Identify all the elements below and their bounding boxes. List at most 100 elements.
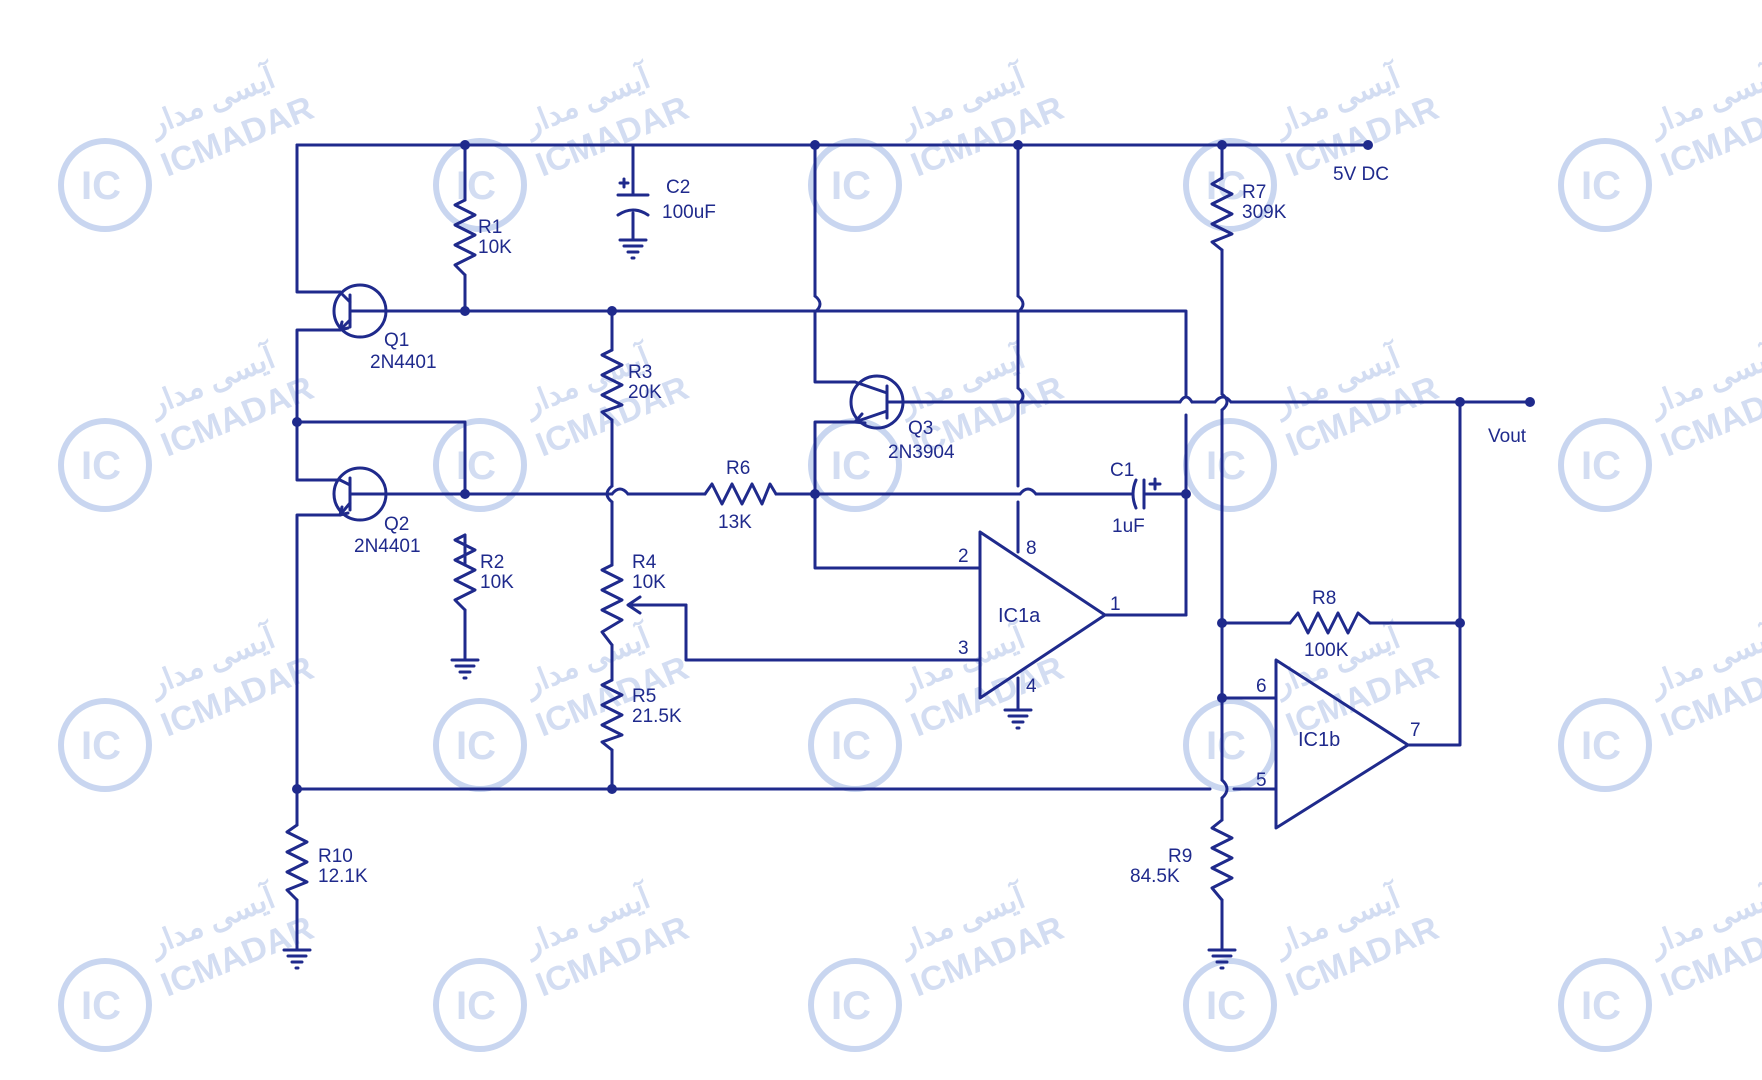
junction-dot bbox=[1217, 693, 1227, 703]
svg-text:IC: IC bbox=[1206, 984, 1246, 1028]
junction-dot bbox=[810, 140, 820, 150]
q1-part: 2N4401 bbox=[370, 352, 437, 373]
svg-text:IC: IC bbox=[1581, 724, 1621, 768]
q3-ref: Q3 bbox=[908, 418, 933, 439]
svg-text:IC: IC bbox=[456, 724, 496, 768]
junction-dot bbox=[607, 784, 617, 794]
junction-dot bbox=[292, 784, 302, 794]
transistor-q1 bbox=[332, 283, 388, 339]
transistor-q2 bbox=[332, 466, 388, 522]
resistor-r7 bbox=[1210, 176, 1234, 252]
svg-text:IC: IC bbox=[1206, 444, 1246, 488]
r2-value: 10K bbox=[480, 572, 514, 593]
supply-terminal bbox=[1363, 140, 1373, 150]
resistor-r9 bbox=[1210, 818, 1234, 902]
resistor-r5 bbox=[600, 678, 624, 752]
labels: 5V DC Vout R1 10K R2 10K R3 20K R4 10K R… bbox=[318, 164, 1527, 887]
ic1a-pin3: 3 bbox=[958, 638, 969, 659]
r2-ref: R2 bbox=[480, 552, 504, 573]
ic1a-pin2: 2 bbox=[958, 546, 969, 567]
ic1b-pin6: 6 bbox=[1256, 676, 1267, 697]
resistor-r3 bbox=[600, 348, 624, 422]
c2-ref: C2 bbox=[666, 177, 690, 198]
ic1a-ref: IC1a bbox=[998, 605, 1041, 627]
resistor-r6 bbox=[703, 482, 778, 506]
junction-dot bbox=[1455, 618, 1465, 628]
ground-r10 bbox=[282, 948, 312, 970]
svg-text:IC: IC bbox=[1206, 164, 1246, 208]
r8-ref: R8 bbox=[1312, 588, 1336, 609]
capacitor-c1 bbox=[1123, 477, 1162, 510]
r10-value: 12.1K bbox=[318, 866, 368, 887]
junction-dot bbox=[810, 489, 820, 499]
r6-ref: R6 bbox=[726, 458, 750, 479]
junction-dot bbox=[1181, 489, 1191, 499]
ic1b-ref: IC1b bbox=[1298, 729, 1340, 751]
svg-text:IC: IC bbox=[831, 984, 871, 1028]
ground-r9 bbox=[1207, 948, 1237, 970]
ic1a-pin8: 8 bbox=[1026, 538, 1037, 559]
svg-text:IC: IC bbox=[1206, 724, 1246, 768]
junction-dot bbox=[1217, 618, 1227, 628]
svg-text:IC: IC bbox=[81, 984, 121, 1028]
ground-ic1a bbox=[1003, 708, 1033, 730]
ground-r2 bbox=[450, 658, 480, 680]
svg-text:IC: IC bbox=[81, 164, 121, 208]
junction-dot bbox=[460, 140, 470, 150]
ic1b-pin7: 7 bbox=[1410, 720, 1421, 741]
ground-c2 bbox=[618, 238, 648, 260]
junction-dot bbox=[460, 306, 470, 316]
q2-ref: Q2 bbox=[384, 514, 409, 535]
r3-value: 20K bbox=[628, 382, 662, 403]
r4-ref: R4 bbox=[632, 552, 657, 573]
r7-ref: R7 bbox=[1242, 182, 1266, 203]
r10-ref: R10 bbox=[318, 846, 353, 867]
output-terminal bbox=[1525, 397, 1535, 407]
svg-text:IC: IC bbox=[456, 444, 496, 488]
r8-value: 100K bbox=[1304, 640, 1349, 661]
r1-ref: R1 bbox=[478, 217, 502, 238]
r4-value: 10K bbox=[632, 572, 666, 593]
junction-dot bbox=[1455, 397, 1465, 407]
junction-dot bbox=[607, 306, 617, 316]
q1-ref: Q1 bbox=[384, 330, 409, 351]
potentiometer-r4 bbox=[600, 563, 688, 647]
svg-text:IC: IC bbox=[456, 984, 496, 1028]
svg-text:IC: IC bbox=[81, 444, 121, 488]
r3-ref: R3 bbox=[628, 362, 652, 383]
supply-label: 5V DC bbox=[1333, 164, 1389, 185]
output-label: Vout bbox=[1488, 426, 1527, 447]
c1-ref: C1 bbox=[1110, 460, 1134, 481]
resistor-r10 bbox=[285, 823, 309, 902]
ic1b-pin5: 5 bbox=[1256, 770, 1267, 791]
r1-value: 10K bbox=[478, 237, 512, 258]
q2-part: 2N4401 bbox=[354, 536, 421, 557]
r5-value: 21.5K bbox=[632, 706, 682, 727]
transistor-q3 bbox=[849, 374, 905, 430]
svg-text:IC: IC bbox=[81, 724, 121, 768]
junction-dot bbox=[1013, 140, 1023, 150]
junctions bbox=[292, 140, 1535, 794]
svg-text:IC: IC bbox=[1581, 984, 1621, 1028]
capacitor-c2 bbox=[616, 177, 650, 217]
c1-value: 1uF bbox=[1112, 516, 1145, 537]
r7-value: 309K bbox=[1242, 202, 1287, 223]
svg-text:IC: IC bbox=[831, 724, 871, 768]
r9-value: 84.5K bbox=[1130, 866, 1180, 887]
q3-part: 2N3904 bbox=[888, 442, 955, 463]
junction-dot bbox=[1217, 140, 1227, 150]
